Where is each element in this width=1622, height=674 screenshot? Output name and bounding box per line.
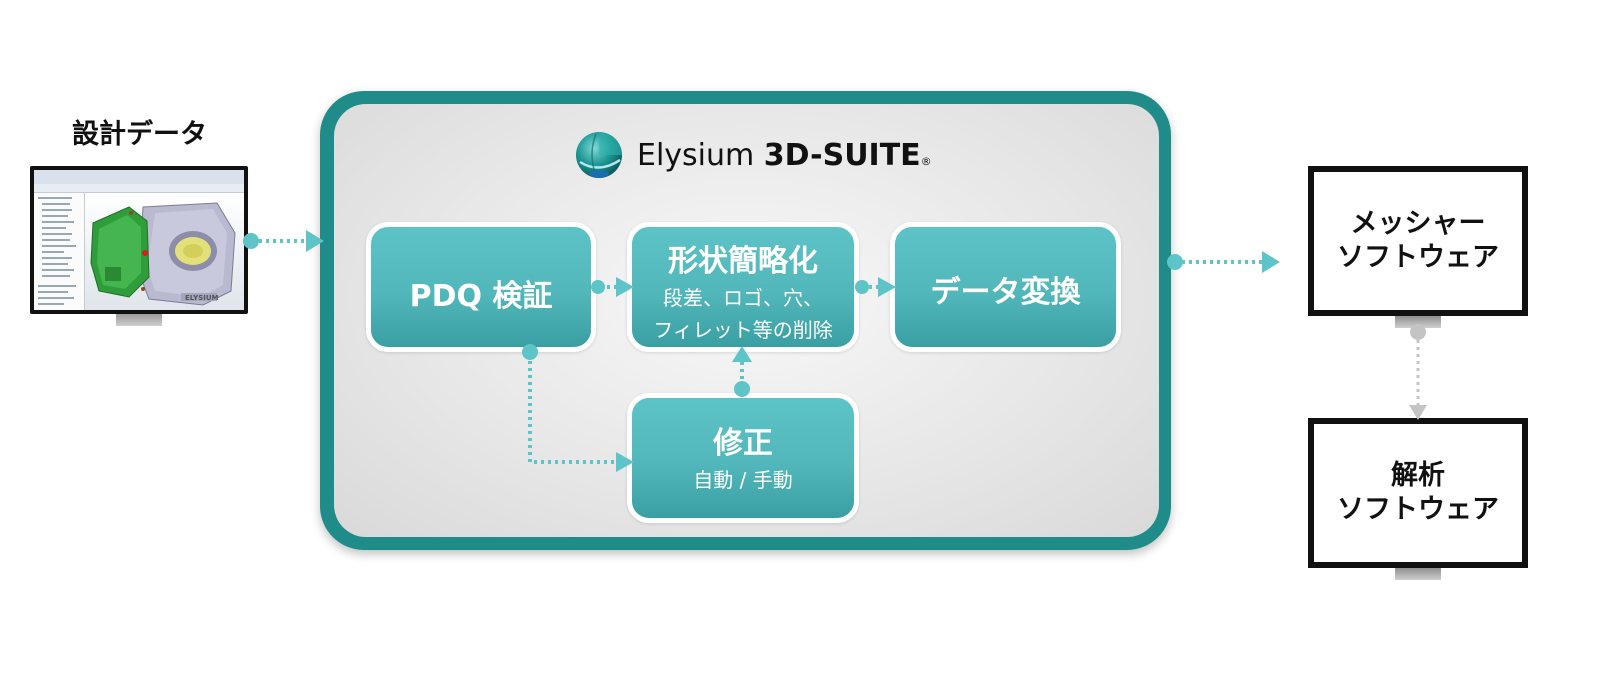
cad-screen: ELYSIUM	[34, 170, 244, 310]
step-convert-title: データ変換	[930, 275, 1081, 310]
mesher-line1: メッシャー	[1350, 208, 1486, 239]
teal-sphere-logo-icon	[576, 132, 622, 178]
product-name: Elysium 3D-SUITE®	[637, 138, 932, 173]
step-fix: 修正 自動 / 手動	[627, 393, 859, 523]
design-data-monitor-stand	[116, 314, 162, 326]
analysis-line2: ソフトウェア	[1337, 494, 1499, 525]
svg-text:ELYSIUM: ELYSIUM	[185, 294, 219, 302]
analysis-software-screen: 解析 ソフトウェア	[1314, 424, 1522, 562]
step-simplify-title: 形状簡略化	[668, 244, 818, 279]
step-simplify-line2: フィレット等の削除	[653, 318, 833, 342]
cad-viewport: ELYSIUM	[85, 193, 244, 310]
step-fix-title: 修正	[713, 426, 773, 461]
step-data-conversion: データ変換	[890, 222, 1121, 352]
analysis-line1: 解析	[1391, 460, 1445, 491]
step-shape-simplification: 形状簡略化 段差、ロゴ、穴、 フィレット等の削除	[627, 222, 859, 352]
design-data-monitor: ELYSIUM	[30, 166, 248, 314]
registered-mark: ®	[920, 155, 932, 168]
cad-throttle-body-icon: ELYSIUM	[90, 202, 236, 306]
analysis-monitor-stand	[1395, 568, 1441, 580]
product-name-regular: Elysium	[637, 138, 755, 173]
mesher-software-monitor: メッシャー ソフトウェア	[1308, 166, 1528, 316]
mesher-line2: ソフトウェア	[1337, 242, 1499, 273]
arrowhead-suite-to-mesher	[1262, 251, 1280, 273]
input-label: 設計データ	[72, 119, 207, 150]
product-name-bold: 3D-SUITE	[763, 138, 921, 173]
cad-ribbon-strip	[34, 184, 244, 193]
mesher-monitor-stand	[1395, 316, 1441, 328]
step-simplify-line1: 段差、ロゴ、穴、	[663, 286, 823, 310]
step-pdq-verification: PDQ 検証	[366, 222, 596, 352]
cad-tree-panel	[34, 193, 85, 310]
step-pdq-title: PDQ 検証	[409, 279, 553, 314]
analysis-software-monitor: 解析 ソフトウェア	[1308, 418, 1528, 568]
cad-ribbon	[34, 170, 244, 185]
step-fix-subtitle: 自動 / 手動	[693, 468, 793, 492]
mesher-software-screen: メッシャー ソフトウェア	[1314, 172, 1522, 310]
